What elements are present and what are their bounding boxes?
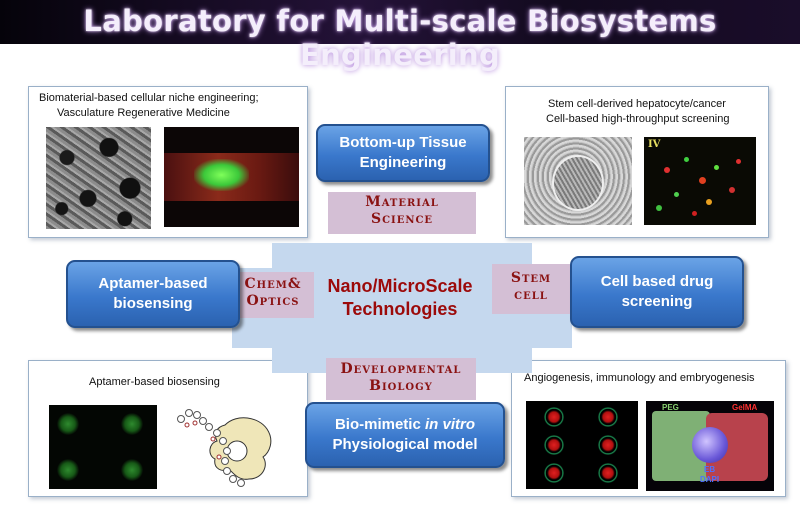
tab-material-science: Material Science: [328, 192, 476, 234]
panel-caption: Aptamer-based biosensing: [89, 376, 220, 388]
panel-caption: Angiogenesis, immunology and embryogenes…: [524, 372, 755, 384]
title-bar: Laboratory for Multi-scale Biosystems En…: [0, 0, 800, 72]
center-title: Nano/MicroScale Technologies: [285, 275, 515, 321]
phase-contrast-colony-image: [524, 137, 632, 225]
vascular-fluorescence-image: [164, 127, 299, 227]
peg-label: PEG: [662, 403, 679, 412]
tab-developmental-biology: Developmental Biology: [326, 358, 476, 400]
tab-chem-optics: Chem& Optics: [232, 272, 314, 318]
panel-caption-line1: Biomaterial-based cellular niche enginee…: [39, 92, 259, 104]
panel-aptamer-biosensing: Aptamer-based biosensing: [28, 360, 308, 497]
image-label: IV: [648, 139, 661, 150]
panel-caption-line2: Vasculature Regenerative Medicine: [57, 107, 230, 119]
dapi-label: DAPI: [700, 475, 720, 484]
sem-scaffold-image: [46, 127, 151, 229]
center-line1: Nano/MicroScale: [327, 276, 473, 296]
panel-niche-engineering: Biomaterial-based cellular niche enginee…: [28, 86, 308, 238]
hepatocyte-fluorescence-image: IV: [644, 137, 756, 225]
panel-caption-line2: Cell-based high-throughput screening: [546, 113, 730, 125]
tab-stem-cell: Stem cell: [492, 264, 570, 314]
embryoid-body-image: PEG GelMA EB DAPI: [646, 401, 774, 491]
aptamer-target-icon: [177, 409, 272, 487]
center-line2: Technologies: [342, 299, 458, 319]
panel-angiogenesis: Angiogenesis, immunology and embryogenes…: [511, 360, 786, 497]
eb-label: EB: [704, 465, 716, 474]
gelma-label: GelMA: [732, 403, 758, 412]
panel-stem-cell-screening: Stem cell-derived hepatocyte/cancer Cell…: [505, 86, 769, 238]
microwell-array-image: [526, 401, 638, 489]
page-title: Laboratory for Multi-scale Biosystems En…: [83, 4, 717, 72]
box-biomimetic-physiological-model: Bio-mimetic in vitro Physiological model: [305, 402, 505, 468]
center-cross-vertical: [272, 243, 532, 373]
panel-caption-line1: Stem cell-derived hepatocyte/cancer: [548, 98, 726, 110]
aptamer-array-image: [49, 405, 157, 489]
